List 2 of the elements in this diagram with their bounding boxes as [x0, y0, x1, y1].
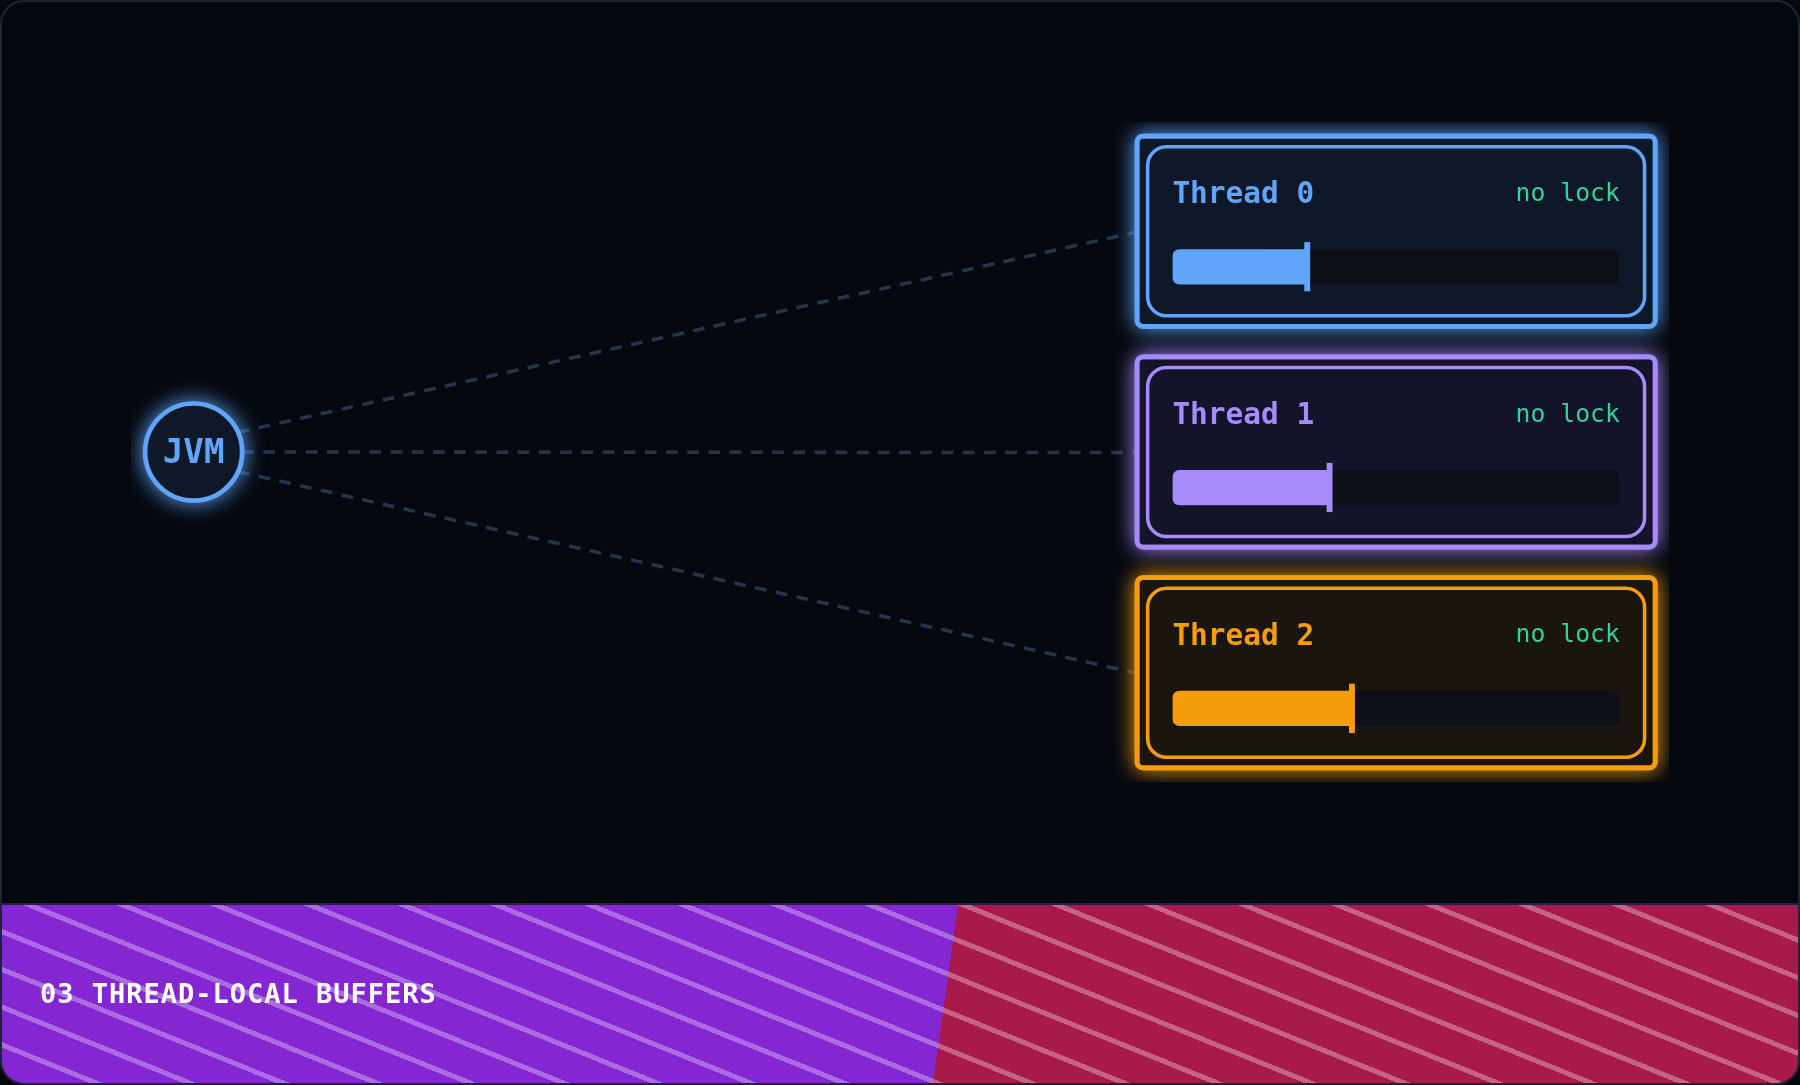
title: 03 THREAD-LOCAL BUFFERS	[40, 978, 437, 1009]
node-circle	[142, 401, 245, 503]
